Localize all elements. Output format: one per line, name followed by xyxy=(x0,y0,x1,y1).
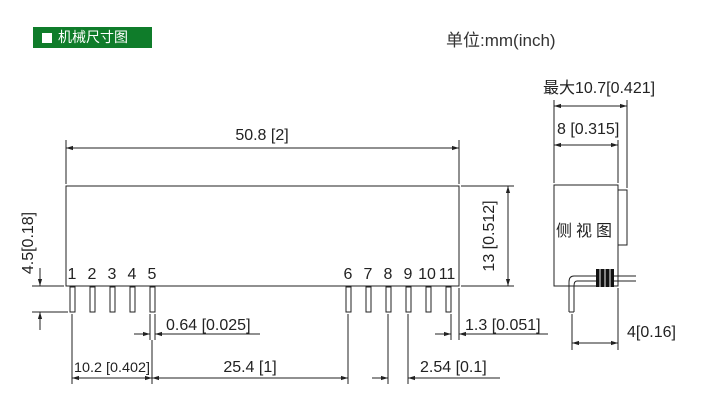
pin-label-9: 9 xyxy=(404,266,413,283)
pin-9 xyxy=(405,286,412,313)
pin-label-7: 7 xyxy=(364,266,373,283)
pin-label-5: 5 xyxy=(148,266,157,283)
module-body-front xyxy=(65,185,460,287)
pin-label-6: 6 xyxy=(344,266,353,283)
pin-1 xyxy=(69,286,76,313)
side-view-label: 侧视图 xyxy=(556,222,616,240)
section-title-badge: 机械尺寸图 xyxy=(33,27,152,48)
dim-pin-pitch-label: 2.54 [0.1] xyxy=(420,359,487,376)
pin-10 xyxy=(425,286,432,313)
side-pin-inner xyxy=(573,280,596,312)
pin-label-4: 4 xyxy=(128,266,137,283)
dim-pin-width-label: 0.64 [0.025] xyxy=(166,317,251,334)
dim-pin-length-label: 4.5[0.18] xyxy=(20,212,37,274)
dim-height-label: 13 [0.512] xyxy=(481,200,498,271)
side-view xyxy=(553,100,636,350)
dim-pin-offset-label: 4[0.16] xyxy=(627,324,676,341)
pin-label-3: 3 xyxy=(108,266,117,283)
pin-8 xyxy=(385,286,392,313)
pin-6 xyxy=(345,286,352,313)
pin-3 xyxy=(109,286,116,313)
dim-first-pin-offset-label: 10.2 [0.402] xyxy=(74,359,150,375)
pin-group xyxy=(69,286,452,313)
square-bullet-icon xyxy=(42,33,52,43)
dim-end-offset-label: 1.3 [0.051] xyxy=(465,317,541,334)
front-view xyxy=(32,140,548,384)
dim-pin-group-gap-label: 25.4 [1] xyxy=(223,359,276,376)
pin-label-8: 8 xyxy=(384,266,393,283)
section-title: 机械尺寸图 xyxy=(58,29,128,45)
pin-label-1: 1 xyxy=(68,266,77,283)
pin-5 xyxy=(149,286,156,313)
pin-2 xyxy=(89,286,96,313)
pin-11 xyxy=(445,286,452,313)
side-pin-block-hatch xyxy=(599,269,611,287)
pin-4 xyxy=(129,286,136,313)
pin-number-labels: 1 2 3 4 5 6 7 8 9 10 11 xyxy=(68,266,456,283)
unit-label: 单位:mm(inch) xyxy=(446,31,556,50)
pin-label-11: 11 xyxy=(439,266,456,283)
pin-label-2: 2 xyxy=(88,266,97,283)
dim-body-width-label: 8 [0.315] xyxy=(557,121,619,138)
dim-max-width-label: 最大10.7[0.421] xyxy=(543,79,655,97)
dim-length-label: 50.8 [2] xyxy=(235,127,288,144)
side-pin-outer xyxy=(568,275,596,312)
pin-label-10: 10 xyxy=(418,266,436,283)
side-view-tab xyxy=(617,189,628,246)
pin-7 xyxy=(365,286,372,313)
